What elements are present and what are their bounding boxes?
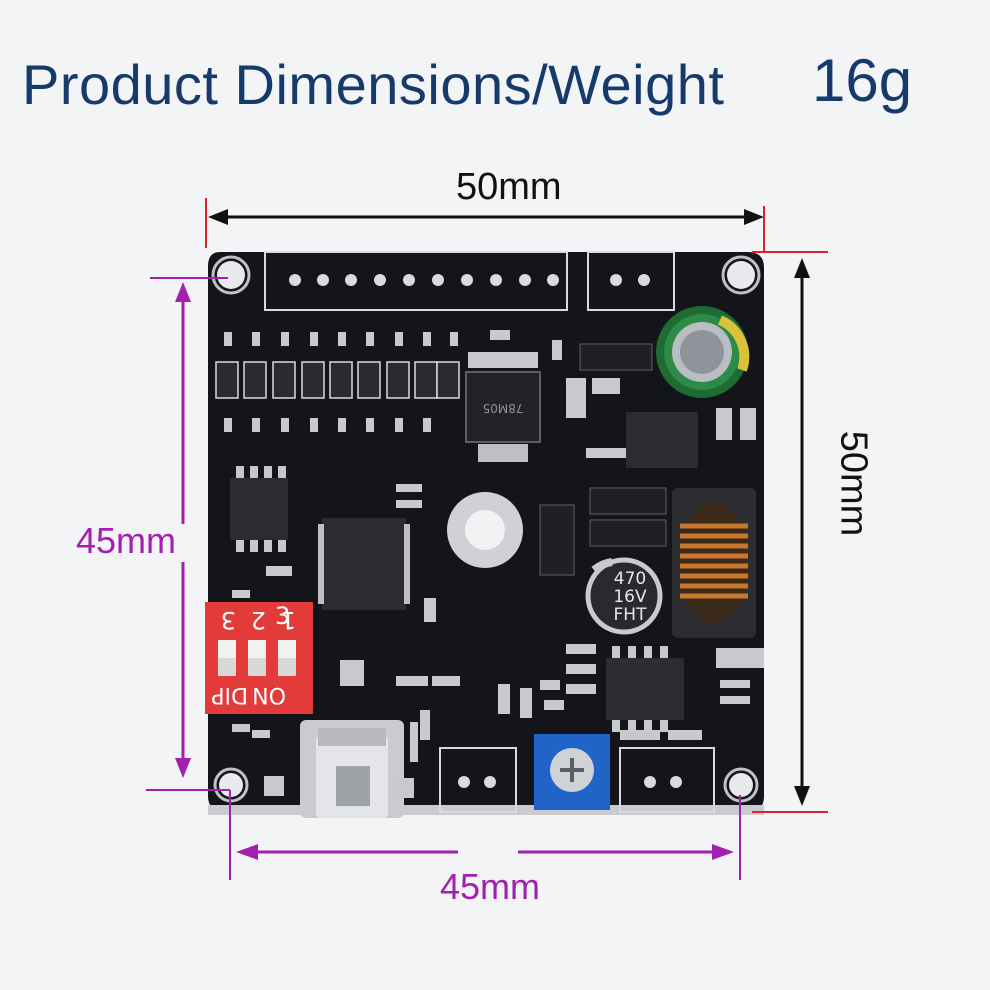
weight-label: 16g — [812, 47, 913, 114]
left-spacing-label: 45mm — [76, 520, 177, 561]
dip-switch: 3 3 2 1 ON DIP — [205, 602, 313, 714]
capacitor-470: 470 16V FHT — [585, 557, 663, 635]
dip-number-3-text: 3 — [221, 606, 236, 634]
dimension-top-width — [205, 198, 765, 252]
top-width-label: 50mm — [456, 166, 562, 208]
pcb-board: 78M05 — [205, 251, 764, 818]
dimension-left-holes — [150, 277, 228, 778]
soic-chip — [230, 466, 288, 552]
capacitor-line-1: 470 — [614, 569, 646, 589]
dip-number-3: 3 — [275, 602, 290, 630]
bottom-spacing-label: 45mm — [440, 866, 541, 907]
potentiometer — [534, 734, 610, 810]
dip-number-1: 1 — [281, 606, 296, 634]
page-title: Product Dimensions/Weight — [22, 53, 725, 116]
dip-number-2: 2 — [251, 606, 266, 634]
capacitor-line-2: 16V — [613, 587, 647, 607]
right-height-label: 50mm — [832, 430, 875, 537]
regulator-marking: 78M05 — [483, 401, 524, 415]
dimension-bottom-holes — [146, 789, 741, 880]
usb-c-port — [300, 720, 404, 818]
capacitor-line-3: FHT — [614, 605, 648, 625]
dip-dip-label: DIP — [211, 682, 248, 707]
dimension-right-height — [752, 251, 828, 813]
dip-on-label: ON — [252, 682, 286, 707]
